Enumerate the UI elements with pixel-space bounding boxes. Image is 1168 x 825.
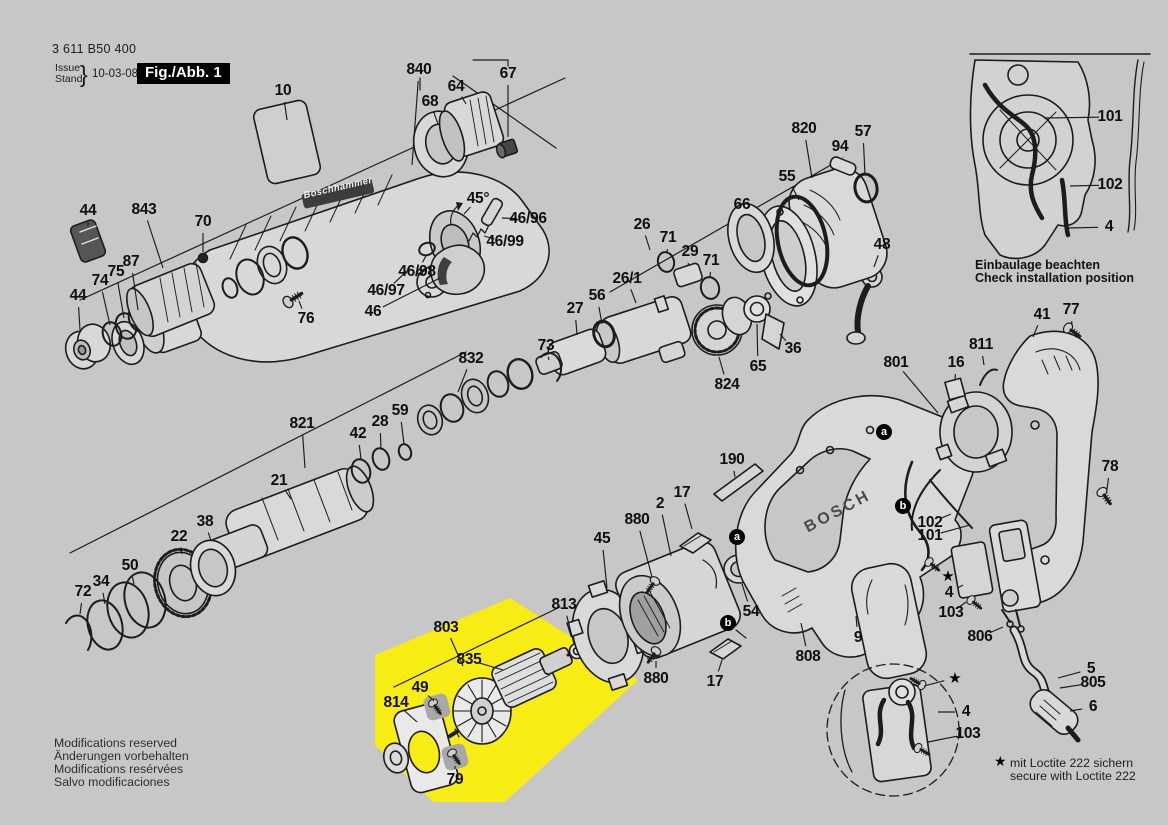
leader-line: [131, 576, 135, 585]
leader-line: [393, 267, 411, 284]
leader-line: [284, 489, 292, 500]
leader-line: [940, 524, 971, 534]
leader-line: [756, 323, 759, 357]
leader-line: [1057, 671, 1081, 679]
leader-line: [78, 306, 81, 331]
leader-line: [927, 735, 958, 743]
leader-line: [132, 272, 139, 311]
leader-line: [1069, 708, 1083, 712]
leader-line: [547, 356, 550, 361]
leader-line: [718, 356, 725, 375]
leader-line: [449, 637, 464, 667]
leader-line: [566, 615, 575, 645]
leader-line: [733, 470, 736, 478]
leader-line: [457, 368, 468, 393]
leader-line: [102, 592, 106, 605]
leader-line: [741, 583, 749, 602]
leader-line: [982, 355, 985, 366]
leader-line: [1043, 116, 1100, 119]
leader-line: [630, 289, 637, 304]
leader-line: [1032, 324, 1039, 338]
leader-line: [302, 434, 306, 469]
leader-line: [639, 530, 653, 578]
leader-line: [79, 602, 83, 615]
leader-line: [180, 547, 183, 555]
leader-line: [959, 601, 967, 607]
leader-line: [939, 513, 952, 520]
leader-line: [862, 142, 866, 176]
leader-line: [298, 300, 303, 309]
leader-line: [483, 235, 495, 240]
leader-line: [873, 255, 879, 268]
leader-line: [117, 282, 125, 319]
leader-line: [382, 277, 441, 308]
leader-line: [283, 101, 288, 121]
leader-line: [411, 80, 419, 166]
leader-line: [602, 549, 608, 589]
leader-line: [958, 584, 964, 588]
leader-line: [661, 514, 672, 557]
leader-line: [779, 333, 787, 342]
leader-line: [791, 186, 800, 201]
leader-line: [805, 139, 813, 179]
leader-line: [146, 220, 164, 269]
leader-line: [800, 622, 807, 647]
leader-line: [358, 444, 362, 460]
leader-line: [902, 371, 939, 414]
leader-line: [1069, 184, 1100, 187]
leader-line: [644, 235, 651, 251]
leader-line: [461, 96, 467, 105]
drawing-lines: [64, 53, 1151, 797]
leader-line: [400, 421, 405, 445]
leader-line: [684, 503, 693, 530]
leader-line: [1059, 684, 1083, 689]
leader-line: [598, 306, 603, 325]
leader-line: [433, 112, 439, 125]
leader-line: [575, 319, 578, 336]
leader-line: [717, 659, 723, 672]
leader-line: [1067, 226, 1099, 229]
leader-line: [923, 680, 945, 687]
leader-line: [855, 615, 858, 628]
leader-line: [989, 626, 1004, 634]
leader-lines: [78, 80, 1110, 769]
leader-line: [463, 206, 471, 215]
leader-line: [421, 255, 427, 263]
leader-line: [479, 662, 504, 671]
leader-line: [403, 709, 418, 723]
leader-line: [427, 695, 435, 702]
leader-line: [931, 565, 940, 571]
leader-line: [379, 432, 382, 450]
leader-line: [501, 217, 518, 220]
leader-line: [207, 532, 212, 542]
leader-line: [101, 291, 111, 326]
leader-line: [1106, 477, 1110, 490]
